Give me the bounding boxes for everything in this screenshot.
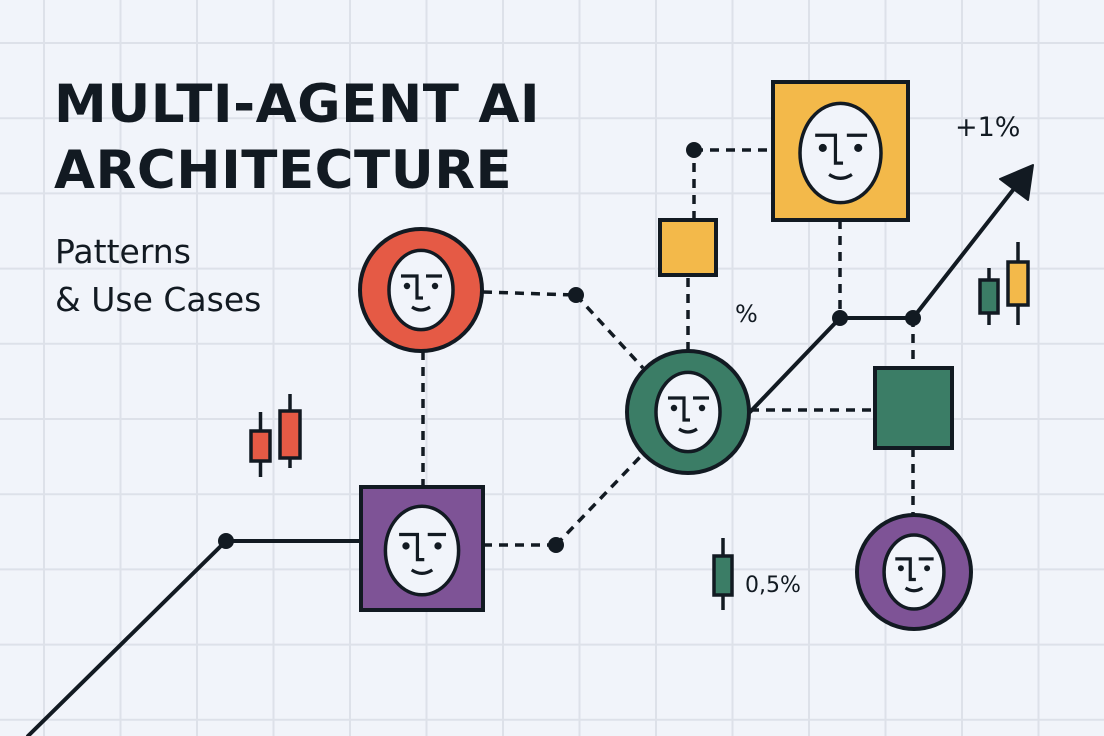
face-icon <box>798 101 883 205</box>
candlestick-icon <box>278 394 302 468</box>
dashed-connectors <box>421 148 915 547</box>
green-circle-agent <box>625 349 751 475</box>
title-line-1: MULTI-AGENT AI <box>54 74 541 135</box>
agents-layer <box>358 80 973 631</box>
blocks-layer <box>658 218 954 450</box>
candlesticks-layer <box>249 242 1030 610</box>
candlestick-icon <box>249 412 272 477</box>
face-icon <box>654 370 722 454</box>
percent-label: % <box>735 300 758 328</box>
node-dot <box>905 310 921 326</box>
trend-line-upper <box>748 179 1022 414</box>
half-percent-label: 0,5% <box>745 573 801 598</box>
candlestick-icon <box>712 538 734 610</box>
subtitle: Patterns & Use Cases <box>55 228 261 324</box>
node-dot <box>686 142 702 158</box>
node-dot <box>832 310 848 326</box>
node-dot <box>568 287 584 303</box>
plus-one-percent-label: +1% <box>955 112 1021 143</box>
page-title: MULTI-AGENT AI ARCHITECTURE <box>54 72 540 204</box>
candlestick-icon <box>978 268 1000 325</box>
red-circle-agent <box>358 227 484 353</box>
face-icon <box>882 533 946 611</box>
node-dot <box>218 533 234 549</box>
subtitle-line-2: & Use Cases <box>55 280 262 319</box>
connector-node-to-green-lower <box>554 453 644 547</box>
arrow-head-icon <box>999 164 1034 201</box>
connector-node-to-green <box>574 293 645 370</box>
green-block <box>873 366 954 450</box>
yellow-square-agent <box>771 80 910 222</box>
purple-circle-agent <box>855 513 973 631</box>
face-icon <box>383 504 461 597</box>
node-dot <box>548 537 564 553</box>
subtitle-line-1: Patterns <box>55 232 191 271</box>
title-line-2: ARCHITECTURE <box>54 140 513 201</box>
candlestick-icon <box>1006 242 1030 325</box>
face-icon <box>387 248 455 332</box>
yellow-small-block <box>658 218 718 277</box>
purple-square-agent <box>359 485 485 612</box>
nodes-layer <box>218 142 921 553</box>
connector-red-to-node <box>482 290 577 297</box>
